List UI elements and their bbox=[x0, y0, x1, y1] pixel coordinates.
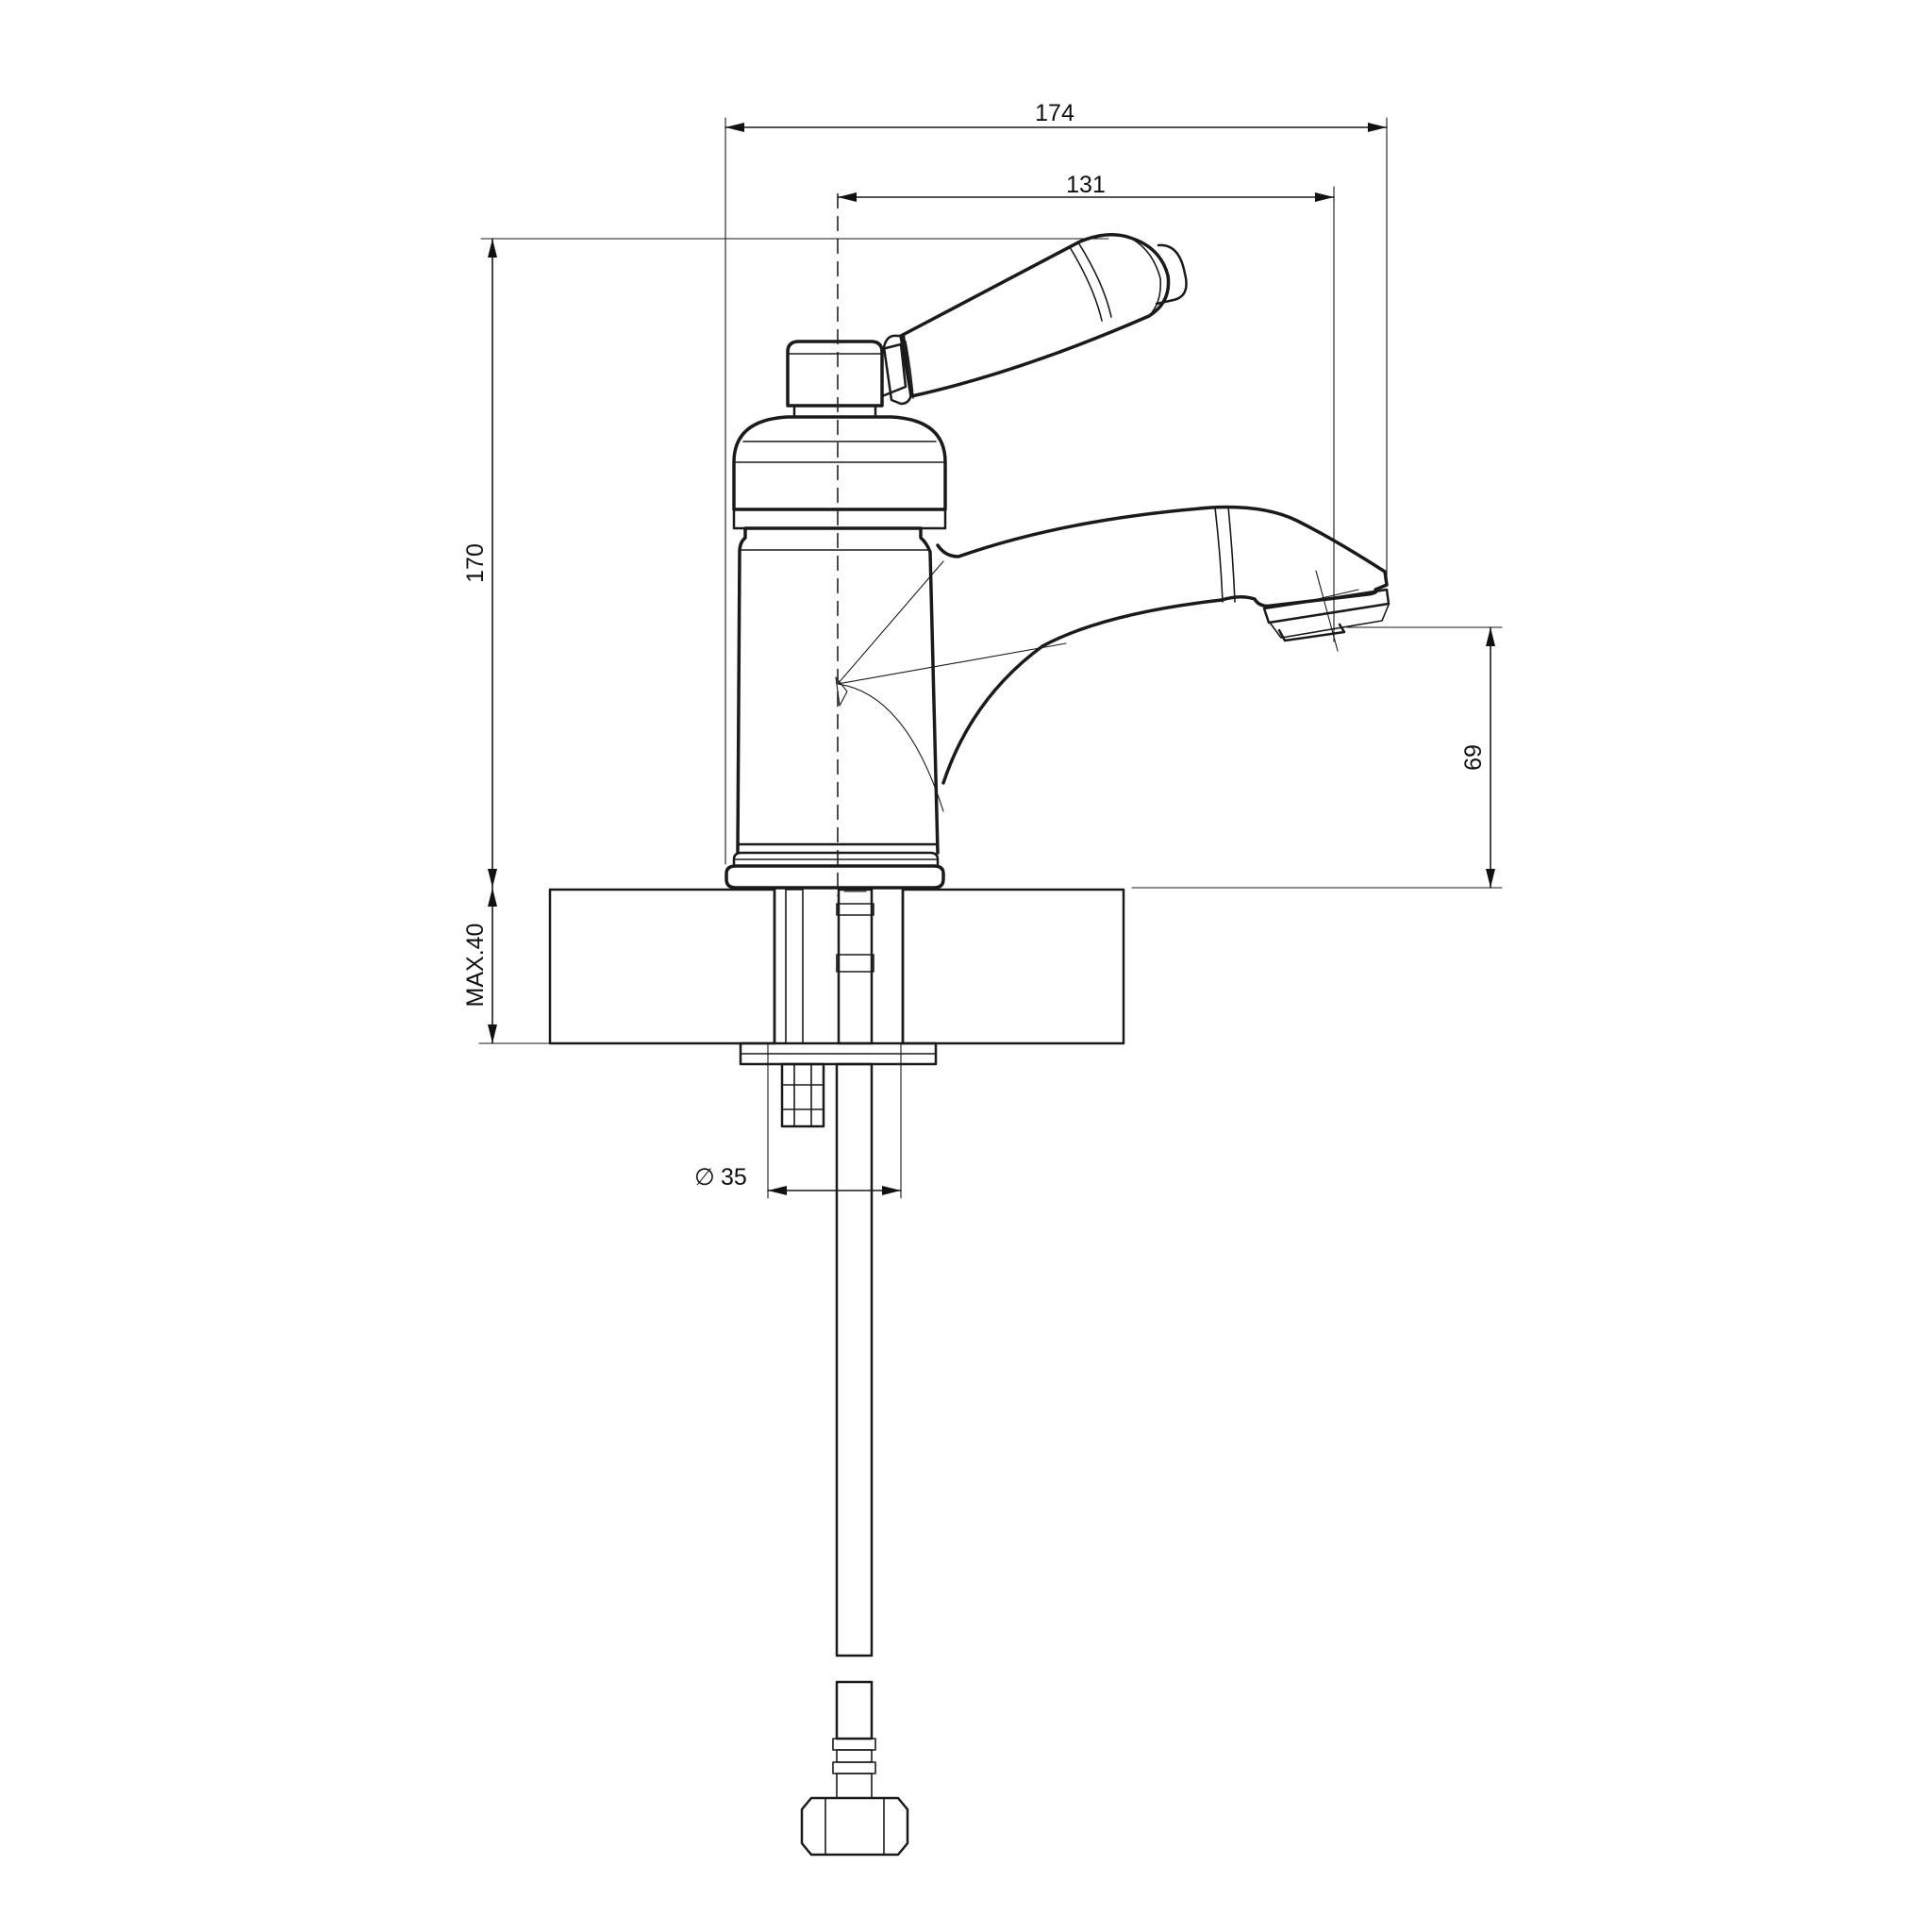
dimension-deck-thickness: MAX.40 bbox=[462, 887, 551, 1044]
spout bbox=[835, 505, 1391, 812]
bonnet bbox=[732, 415, 947, 511]
dimension-overall-projection: 174 bbox=[724, 100, 1388, 865]
dimension-label-174: 174 bbox=[1035, 100, 1074, 126]
flexible-hose bbox=[800, 1062, 909, 1857]
dimension-spout-reach: 131 bbox=[837, 172, 1335, 642]
base-flange bbox=[724, 864, 945, 890]
dimension-hole-diameter: ∅ 35 bbox=[694, 1042, 902, 1199]
dimension-label-131: 131 bbox=[1066, 172, 1106, 198]
hose-hex-nut bbox=[800, 1796, 909, 1857]
fixing-assembly bbox=[739, 888, 938, 1128]
dimension-label-35: 35 bbox=[721, 1164, 747, 1191]
dimension-label-max40: MAX.40 bbox=[462, 924, 489, 1008]
handle-grip bbox=[899, 233, 1171, 398]
handle-end-cap bbox=[1155, 243, 1188, 306]
dimension-diameter-symbol: ∅ bbox=[694, 1164, 715, 1191]
spout-outline bbox=[936, 505, 1389, 785]
lever-handle bbox=[880, 233, 1188, 406]
dimension-overall-height: 170 bbox=[462, 238, 1109, 889]
countertop-left-block bbox=[548, 888, 776, 1045]
dimension-label-69: 69 bbox=[1460, 744, 1487, 771]
fixing-stud bbox=[785, 889, 804, 1044]
inlet-pipe-upper bbox=[837, 888, 874, 1045]
hose-tube bbox=[835, 1062, 874, 1657]
fixing-nut bbox=[780, 1062, 825, 1128]
cartridge-cap bbox=[786, 340, 884, 408]
countertop-section bbox=[548, 888, 1125, 1045]
tap-body bbox=[724, 340, 947, 890]
aerator bbox=[1262, 588, 1391, 625]
dimension-spout-height: 69 bbox=[1131, 626, 1503, 889]
countertop-right-block bbox=[901, 888, 1125, 1045]
dimension-label-170: 170 bbox=[462, 543, 489, 583]
